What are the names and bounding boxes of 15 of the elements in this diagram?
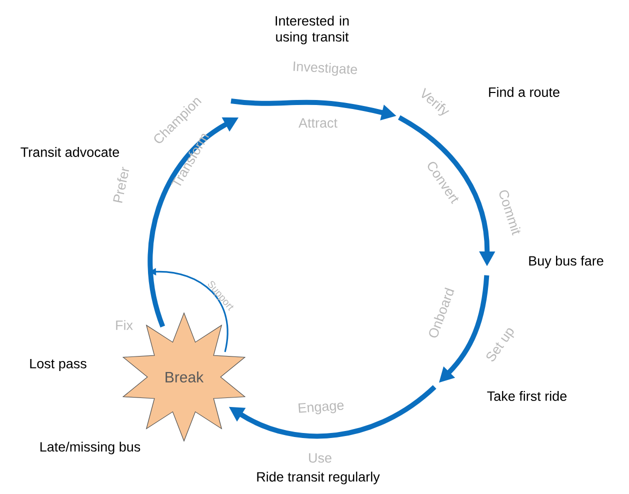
stage-text: Ride transit regularly [257, 472, 380, 484]
stage-text: Transit advocate [20, 147, 120, 157]
stage-label: Attract [298, 118, 338, 128]
stage-text: Find a route [489, 87, 560, 97]
stage-label: Investigate [293, 62, 358, 76]
stage-label: Prefer [113, 166, 130, 203]
stage-text: Take first ride [487, 391, 567, 401]
issue-text: Lost pass [30, 358, 86, 372]
issue-text: Late/missing bus [40, 442, 140, 454]
stage-text: Buy bus fare [529, 256, 604, 268]
stage-text: Interested in using transit [276, 16, 349, 44]
stage-label: Use [309, 453, 332, 463]
stage-label: Set up [486, 328, 514, 362]
edge-label: Engage [298, 402, 344, 414]
stage-label: Commit [499, 190, 520, 236]
